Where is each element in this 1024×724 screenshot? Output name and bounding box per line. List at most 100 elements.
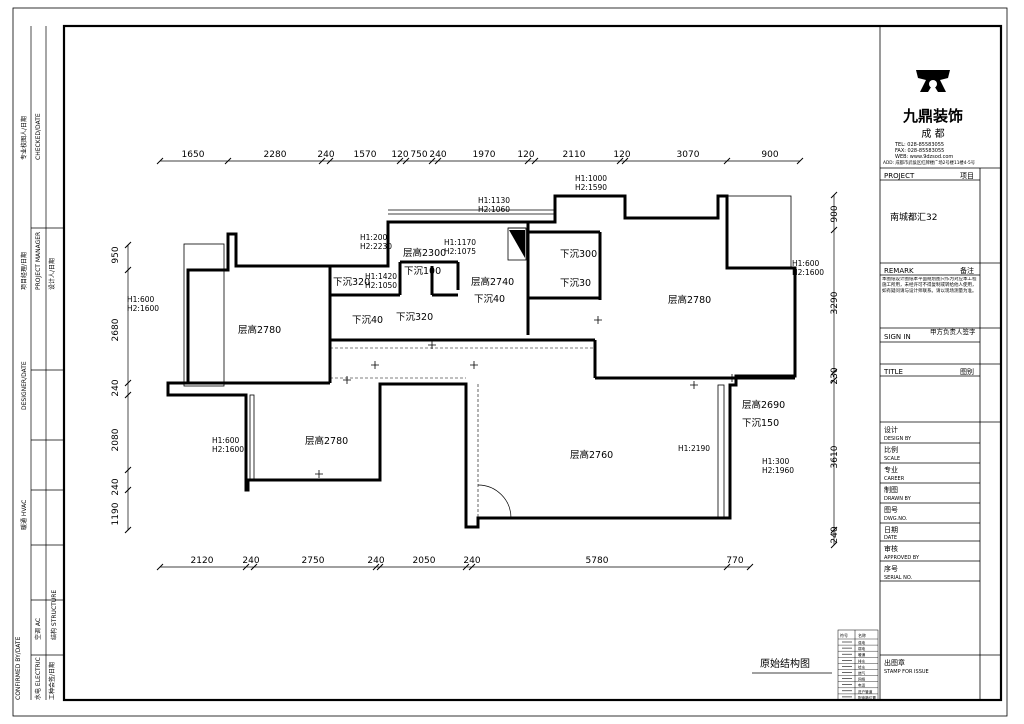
- dim-tick: [318, 157, 326, 165]
- serial-no-en: SERIAL NO.: [884, 575, 913, 581]
- dim-tick: [434, 157, 442, 165]
- dim-tick: [428, 157, 436, 165]
- strip-pm-cn: 项目经理/日期: [20, 252, 28, 290]
- note: H1:1000: [575, 174, 607, 183]
- date-en: DATE: [884, 535, 897, 541]
- legend-name: 进户管道: [858, 689, 873, 694]
- approved-by-cn: 审核: [884, 544, 898, 553]
- note: H2:1075: [444, 247, 476, 256]
- note: H2:1050: [365, 281, 397, 290]
- company-web: WEB: www.9dzsod.com: [895, 154, 953, 160]
- strip-copyright: CONFIRMED BY/DATE: [15, 636, 22, 700]
- dim-tick: [124, 379, 132, 387]
- legend-name: 排水: [858, 658, 866, 663]
- dim-tick: [462, 563, 470, 571]
- window-notes: H1:200 H2:2230 H1:1130 H2:1060 H1:1000 H…: [127, 174, 824, 475]
- dim-top: 750: [410, 150, 427, 160]
- dim-top: 240: [317, 150, 334, 160]
- dim-bottom: 2120: [191, 556, 214, 566]
- room-label: 层高2780: [238, 324, 281, 336]
- dim-tick: [156, 157, 164, 165]
- dim-tick: [723, 563, 731, 571]
- note: H2:1590: [575, 183, 607, 192]
- project-label-cn: 项目: [960, 172, 974, 180]
- dim-left: 240: [111, 478, 121, 495]
- note: H2:1060: [478, 205, 510, 214]
- note: H1:600: [792, 259, 819, 268]
- remark-text: 本图纸设计图纸本平面规划图只作为对应本工程施工所用，未经许可不得复制或转给他人使…: [882, 277, 977, 294]
- dim-tick: [124, 486, 132, 494]
- dim-tick: [830, 191, 838, 199]
- note: H1:1170: [444, 238, 476, 247]
- dim-tick: [830, 541, 838, 549]
- dim-top: 120: [391, 150, 408, 160]
- dashed-lines: [330, 347, 595, 518]
- remark-label-en: REMARK: [884, 267, 914, 275]
- electrical-markers: [315, 316, 736, 478]
- dim-right: 3610: [830, 445, 840, 468]
- room-label: 下沉150: [742, 418, 779, 429]
- dim-top: 2110: [563, 150, 586, 160]
- dim-bottom: 240: [367, 556, 384, 566]
- room-label: 下沉30: [560, 278, 591, 289]
- company-address: ADD: 成都市武侯区红牌楼广场2号楼11楼4-5号: [883, 159, 975, 166]
- strip-checked-en: CHECKED/DATE: [35, 113, 42, 160]
- dim-top: 240: [429, 150, 446, 160]
- room-label: 层高2690: [742, 399, 785, 411]
- shaft-fill: [509, 230, 525, 258]
- legend-table: [837, 629, 879, 701]
- sign-label-en: SIGN IN: [884, 333, 911, 341]
- dim-bottom: 5780: [586, 556, 609, 566]
- dim-top: 3070: [677, 150, 700, 160]
- strip-electric: 结构 STRUCTURE: [50, 590, 58, 640]
- strip-pm-en: PROJECT MANAGER: [35, 232, 42, 290]
- remark-text-box: 本图纸设计图纸本平面规划图只作为对应本工程施工所用，未经许可不得复制或转给他人使…: [882, 277, 977, 294]
- legend-header-name: 名称: [858, 632, 866, 638]
- dim-tick: [250, 563, 258, 571]
- dim-right: 230: [830, 367, 840, 384]
- drawing-title: 原始结构图: [760, 657, 810, 670]
- strip-designer: 设计人/日期: [48, 258, 56, 290]
- dim-right: 3290: [830, 291, 840, 314]
- dim-top: 900: [761, 150, 778, 160]
- note: H1:2190: [678, 444, 710, 453]
- note: H2:1960: [762, 466, 794, 475]
- legend-name: 弱电: [858, 646, 866, 651]
- room-label: 下沉300: [560, 249, 597, 260]
- dim-tick: [468, 563, 476, 571]
- project-label-en: PROJECT: [884, 172, 915, 180]
- drawn-by-en: DRAWN BY: [884, 496, 912, 502]
- dim-tick: [830, 368, 838, 376]
- title-label-cn: 图别: [960, 367, 974, 376]
- strip-checked-cn: 专业校图人/日期: [20, 116, 28, 160]
- room-label: 层高2780: [305, 435, 348, 447]
- dim-bottom: 2050: [413, 556, 436, 566]
- dims-bottom: 2120 240 2750 240 2050 240 5780 770: [191, 556, 744, 566]
- legend-name: 燃气: [858, 671, 866, 676]
- sign-label-cn: 甲方负责人签字: [930, 327, 976, 336]
- dim-tick: [621, 157, 629, 165]
- thin-partitions: [183, 195, 792, 519]
- dim-tick: [396, 157, 404, 165]
- room-label: 层高2760: [570, 449, 613, 461]
- dim-tick: [124, 466, 132, 474]
- scale-cn: 比例: [884, 445, 898, 454]
- dim-tick: [723, 157, 731, 165]
- design-by-en: DESIGN BY: [884, 436, 912, 442]
- dimension-lines: [127, 160, 835, 568]
- note: H2:1600: [792, 268, 824, 277]
- note: H1:1420: [365, 272, 397, 281]
- room-label: 下沉320: [333, 277, 370, 288]
- room-label: 下沉40: [352, 315, 383, 326]
- dim-tick: [124, 391, 132, 399]
- dim-top: 120: [613, 150, 630, 160]
- dim-bottom: 240: [463, 556, 480, 566]
- legend-name: 网络: [858, 677, 866, 682]
- company-tel: TEL: 028-85583055: [894, 142, 944, 148]
- dim-right: 240: [830, 526, 840, 543]
- strip-confirmed-cn: 水电 ELECTRIC: [34, 657, 42, 700]
- dim-right: 900: [830, 205, 840, 222]
- dim-tick: [376, 563, 384, 571]
- company-logo: [916, 70, 950, 92]
